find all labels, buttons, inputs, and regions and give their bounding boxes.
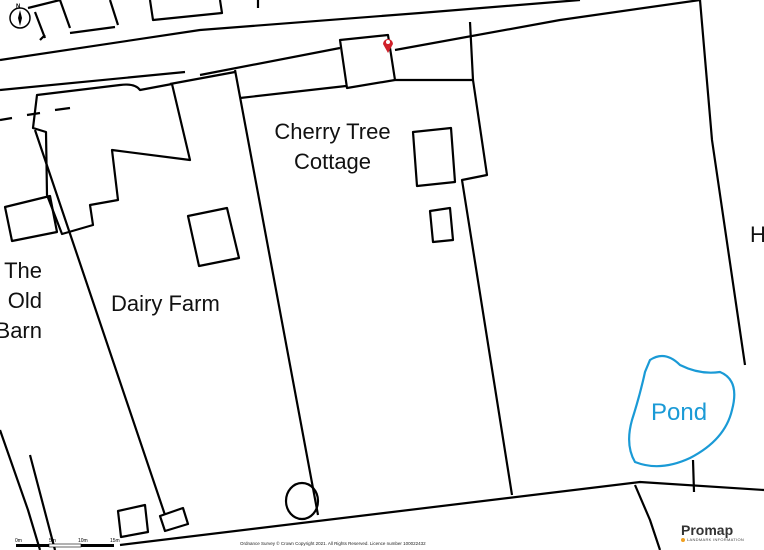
logo-dot-icon: [681, 537, 685, 542]
label-cherry-tree-cottage: Cherry Tree Cottage: [270, 117, 395, 177]
dashed-boundary: [0, 106, 71, 122]
scale-bar: [16, 543, 114, 548]
building: [116, 503, 150, 539]
label-line: Old: [7, 288, 42, 313]
promap-logo: Promap: [681, 522, 734, 538]
road-bottom-branch: [633, 459, 696, 550]
north-arrow-icon: [9, 7, 31, 29]
label-dairy-farm: Dairy Farm: [111, 291, 220, 316]
right-plot: [468, 0, 747, 366]
tagline-text: LANDMARK INFORMATION: [687, 537, 745, 542]
old-barn-boundary: [0, 429, 57, 550]
road-bottom-north: [119, 480, 764, 547]
scale-label: 0m: [15, 538, 22, 544]
scale-label: 15m: [110, 538, 120, 544]
building: [3, 194, 59, 243]
building: [158, 506, 190, 533]
cherry-tree-plot: [233, 33, 514, 516]
label-line: The: [4, 258, 42, 283]
tree-outline: [284, 481, 320, 521]
label-pond: Pond: [651, 399, 708, 426]
road-north-edge: [0, 0, 581, 62]
dairy-farm-boundary: [33, 70, 236, 516]
pond-outline: [628, 354, 736, 468]
location-marker-icon[interactable]: [383, 39, 393, 53]
scale-label: 10m: [78, 538, 88, 544]
copyright-notice: Ordnance Survey © Crown Copyright 2021. …: [240, 541, 426, 546]
road-south-edge: [0, 0, 701, 92]
north-label: N: [16, 4, 21, 10]
label-line: Cherry Tree: [274, 119, 391, 144]
top-left-boundary: [27, 0, 120, 41]
promap-tagline: LANDMARK INFORMATION: [681, 537, 744, 542]
label-line: Cottage: [293, 149, 372, 174]
label-line: Barn: [0, 318, 42, 343]
building: [411, 126, 457, 188]
label-old-barn: The Old Barn: [0, 256, 42, 346]
label-right-edge: H: [750, 222, 764, 247]
building: [186, 206, 241, 268]
top-building: [148, 0, 260, 22]
dairy-farm-building: [31, 82, 192, 236]
building: [428, 206, 455, 244]
scale-label: 5m: [49, 538, 56, 544]
